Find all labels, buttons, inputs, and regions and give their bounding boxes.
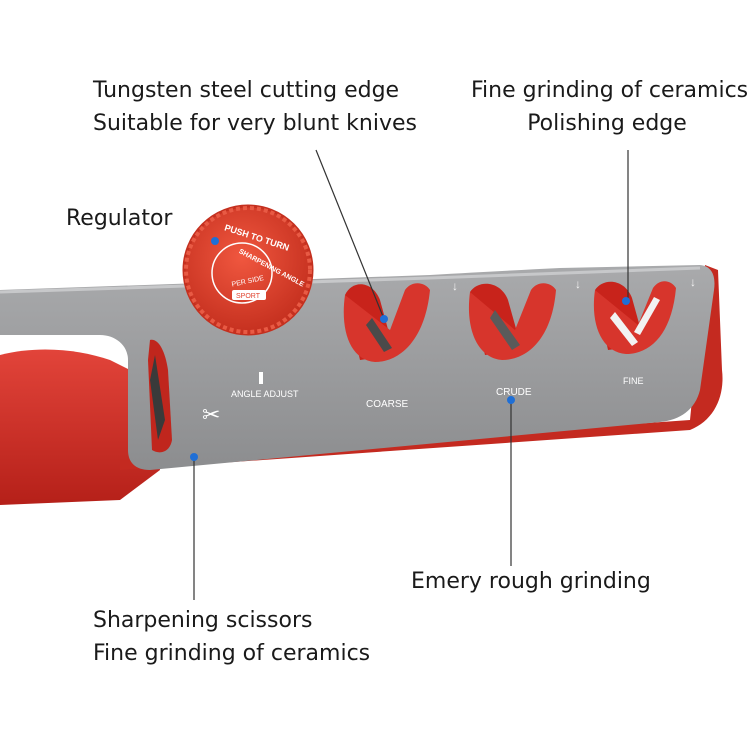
tungsten-callout-line2: Suitable for very blunt knives [93, 111, 417, 136]
crude-slot [468, 283, 556, 360]
coarse-label: COARSE [366, 399, 409, 410]
regulator-callout-label: Regulator [66, 206, 173, 231]
regulator-callout: Regulator [66, 202, 172, 235]
scissors-callout-line2: Fine grinding of ceramics [93, 641, 371, 666]
marker-regulator [211, 237, 219, 245]
marker-coarse [380, 315, 388, 323]
emery-callout: Emery rough grinding [411, 565, 651, 598]
scissors-icon: ✂ [202, 402, 220, 427]
svg-text:↓: ↓ [452, 279, 458, 293]
scissors-slot-inner [150, 355, 165, 440]
regulator-dial: PUSH TO TURN SHARPENING ANGLE PER SIDE S… [182, 204, 314, 336]
ceramic-fine-callout-line1: Fine grinding of ceramics [471, 78, 749, 103]
tungsten-callout: Tungsten steel cutting edge Suitable for… [93, 74, 417, 140]
emery-callout-label: Emery rough grinding [411, 569, 651, 594]
scissors-callout-line1: Sharpening scissors [93, 608, 313, 633]
angle-adjust-label: ANGLE ADJUST [231, 389, 299, 399]
fine-slot [593, 281, 676, 354]
svg-text:↓: ↓ [690, 275, 696, 289]
fine-label: FINE [623, 376, 644, 386]
dial-sport-text: SPORT [236, 293, 261, 300]
crude-label: CRUDE [496, 387, 532, 398]
angle-indicator [259, 372, 263, 384]
marker-crude [507, 396, 515, 404]
scissors-callout: Sharpening scissors Fine grinding of cer… [93, 604, 370, 670]
ceramic-fine-callout-line2: Polishing edge [527, 111, 687, 136]
marker-scissors [190, 453, 198, 461]
svg-text:↓: ↓ [575, 277, 581, 291]
tungsten-callout-line1: Tungsten steel cutting edge [93, 78, 400, 103]
marker-fine [622, 297, 630, 305]
coarse-slot [343, 283, 430, 362]
body-highlight [0, 266, 701, 294]
leader-lines [193, 149, 629, 600]
ceramic-fine-callout: Fine grinding of ceramics Polishing edge [471, 74, 749, 140]
